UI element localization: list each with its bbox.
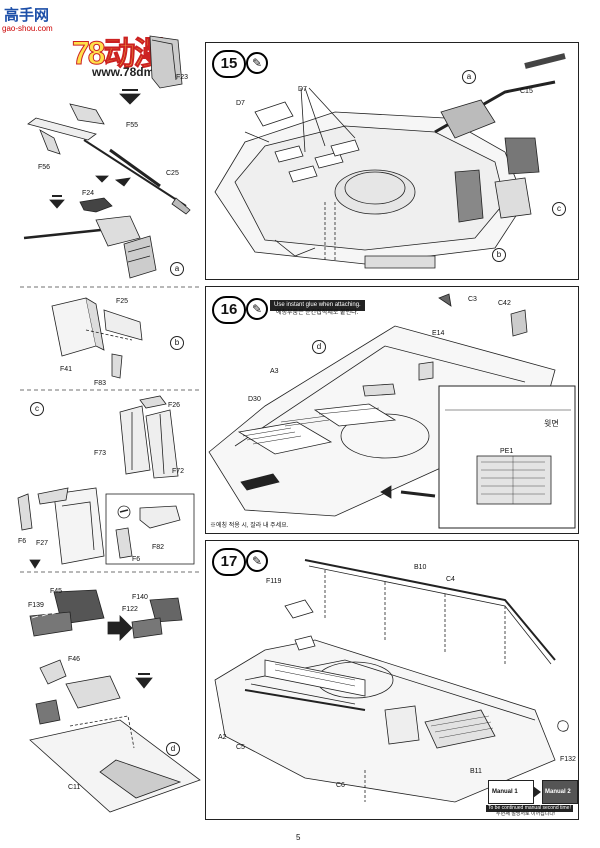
part-label-f26: F26 (168, 402, 181, 409)
part-label-c42: C42 (498, 300, 511, 307)
instant-glue-note-en: Use instant glue when attaching. (270, 300, 365, 311)
glue-icon: ✎ (246, 550, 268, 572)
instant-glue-note-kr: 에칭부품은 순간접착제로 붙인다. (276, 310, 359, 316)
watermark-site-url: gao-shou.com (2, 24, 53, 33)
part-label-f55: F55 (126, 122, 139, 129)
part-label-f83: F83 (94, 380, 107, 387)
step-15-number: 15 (212, 50, 246, 78)
callout-a: a (170, 262, 184, 276)
part-label-c25: C25 (166, 170, 179, 177)
part-label-a3: A3 (270, 368, 279, 375)
part-label-f27: F27 (36, 540, 49, 547)
part-label-d7-a: D7 (236, 100, 245, 107)
callout-b: b (170, 336, 184, 350)
glue-icon: ✎ (246, 298, 268, 320)
manual-2-label: Manual 2 (545, 789, 571, 795)
part-label-c4: C4 (446, 576, 455, 583)
continue-note-en: To be continued manual second time! (486, 805, 573, 812)
part-label-f139: F139 (28, 602, 44, 609)
part-label-f140: F140 (132, 594, 148, 601)
part-label-pe1: PE1 (500, 448, 514, 455)
part-label-d7-b: D7 (298, 86, 307, 93)
part-label-d30: D30 (248, 396, 261, 403)
glue-icon: ✎ (246, 52, 268, 74)
continue-note-kr: 두번째 설명서로 이어집니다! (496, 811, 556, 817)
part-label-c5: C5 (236, 744, 245, 751)
step-15-callout-a: a (462, 70, 476, 84)
part-label-f6: F6 (18, 538, 27, 545)
manual-1-label: Manual 1 (492, 789, 518, 795)
part-label-f73: F73 (94, 450, 107, 457)
part-label-e14: E14 (432, 330, 445, 337)
part-label-f132: F132 (560, 756, 576, 763)
step-15-callout-c: c (552, 202, 566, 216)
step-17-hull-drawing (214, 559, 569, 803)
part-label-f45: F45 (50, 588, 63, 595)
part-label-f24: F24 (82, 190, 95, 197)
part-label-f6-b: F6 (132, 556, 141, 563)
part-label-f82: F82 (152, 544, 165, 551)
part-label-f72: F72 (172, 468, 185, 475)
page-number: 5 (296, 833, 301, 842)
part-label-f119: F119 (266, 578, 282, 585)
step-15-callout-b: b (492, 248, 506, 262)
part-label-b11: B11 (470, 768, 482, 775)
manual-2-book-icon (542, 780, 578, 804)
callout-d: d (166, 742, 180, 756)
step-17-number: 17 (212, 548, 246, 576)
step-16-hull-drawing (208, 293, 576, 529)
inset-top-view-label: 윗면 (544, 419, 559, 428)
part-label-c6: C6 (336, 782, 345, 789)
part-label-a2: A2 (218, 734, 227, 741)
step-16-callout-d: d (312, 340, 326, 354)
step-15-turret-drawing (214, 53, 566, 269)
part-label-f46: F46 (68, 656, 81, 663)
watermark-site-name: 高手网 (4, 7, 50, 24)
part-label-c11: C11 (68, 784, 81, 791)
part-label-c15: C15 (520, 88, 533, 95)
step-16-number: 16 (212, 296, 246, 324)
next-arrow-icon (533, 786, 541, 798)
left-column-art (17, 35, 201, 813)
part-label-b10: B10 (414, 564, 427, 571)
part-label-f41: F41 (60, 366, 73, 373)
photo-etch-cut-note: ※에칭 적용 시, 잘라 내 주세요. (210, 523, 289, 529)
part-label-f23: F23 (176, 74, 189, 81)
part-label-f56: F56 (38, 164, 51, 171)
part-label-f25: F25 (116, 298, 129, 305)
part-label-c3: C3 (468, 296, 477, 303)
part-label-f122: F122 (122, 606, 138, 613)
section-c-marker: c (30, 402, 44, 416)
